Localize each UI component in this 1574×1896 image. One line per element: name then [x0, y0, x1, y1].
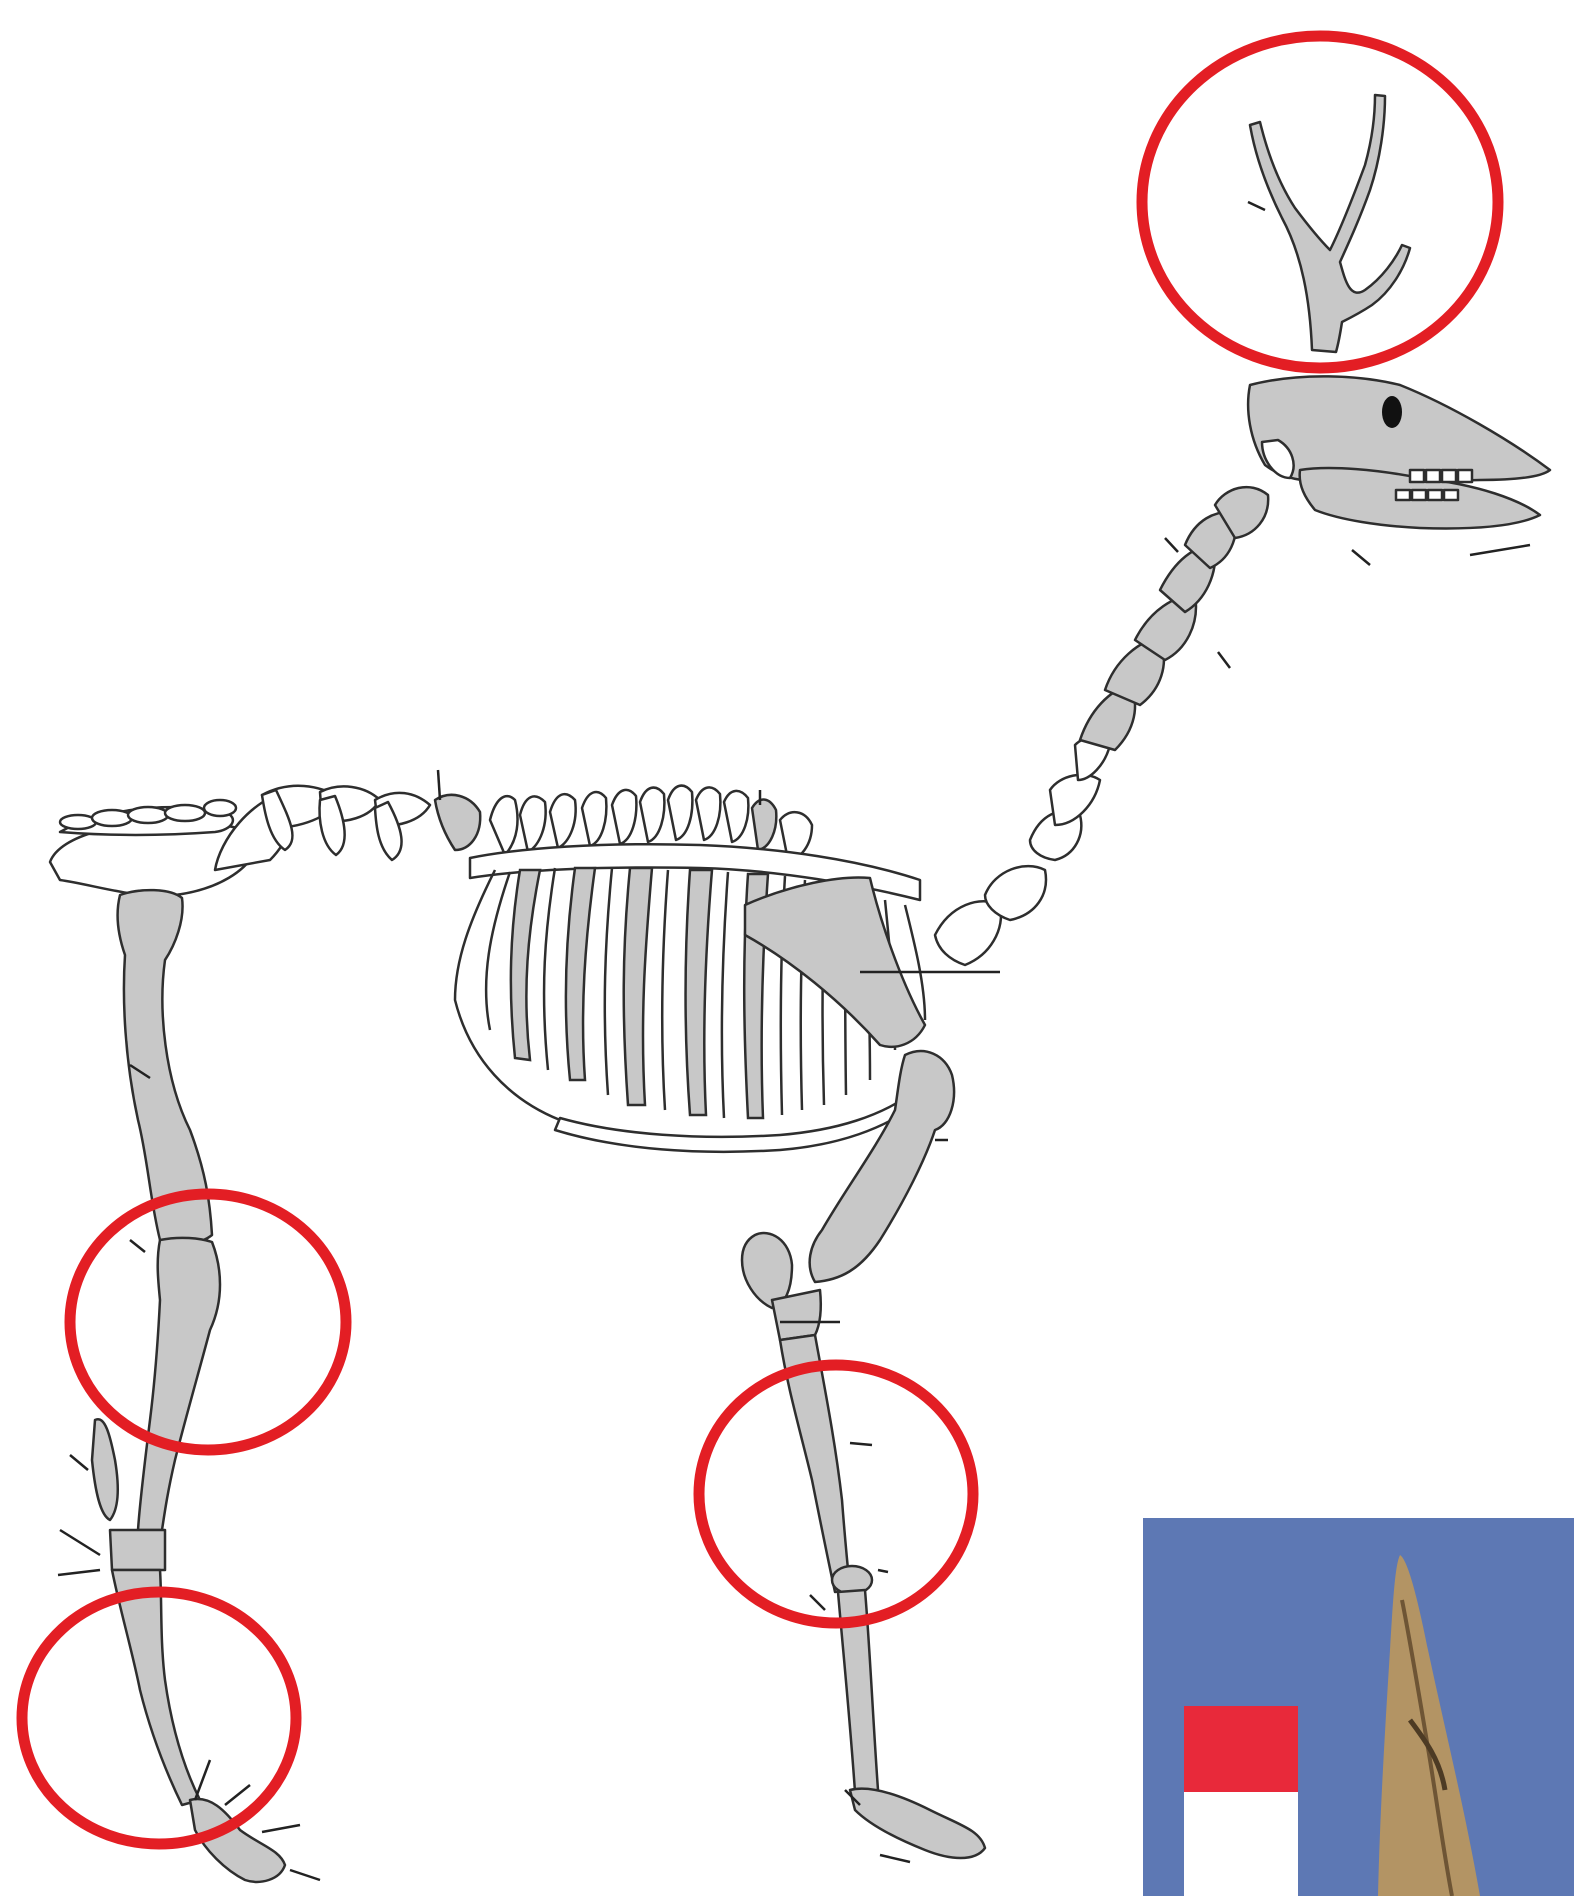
- fore-leg: [742, 1051, 985, 1862]
- pelvis: [50, 790, 294, 896]
- hind-leg: [58, 890, 320, 1882]
- scale-bar-white-segment: [1184, 1792, 1298, 1896]
- inset-photo: [1143, 1518, 1574, 1896]
- skull: [1248, 376, 1550, 565]
- annotation-ticks: [438, 538, 1230, 805]
- lumbar-vertebrae: [262, 786, 480, 860]
- cervical-vertebrae: [935, 487, 1268, 965]
- scale-bar-red-segment: [1184, 1706, 1298, 1792]
- antler: [1248, 95, 1410, 352]
